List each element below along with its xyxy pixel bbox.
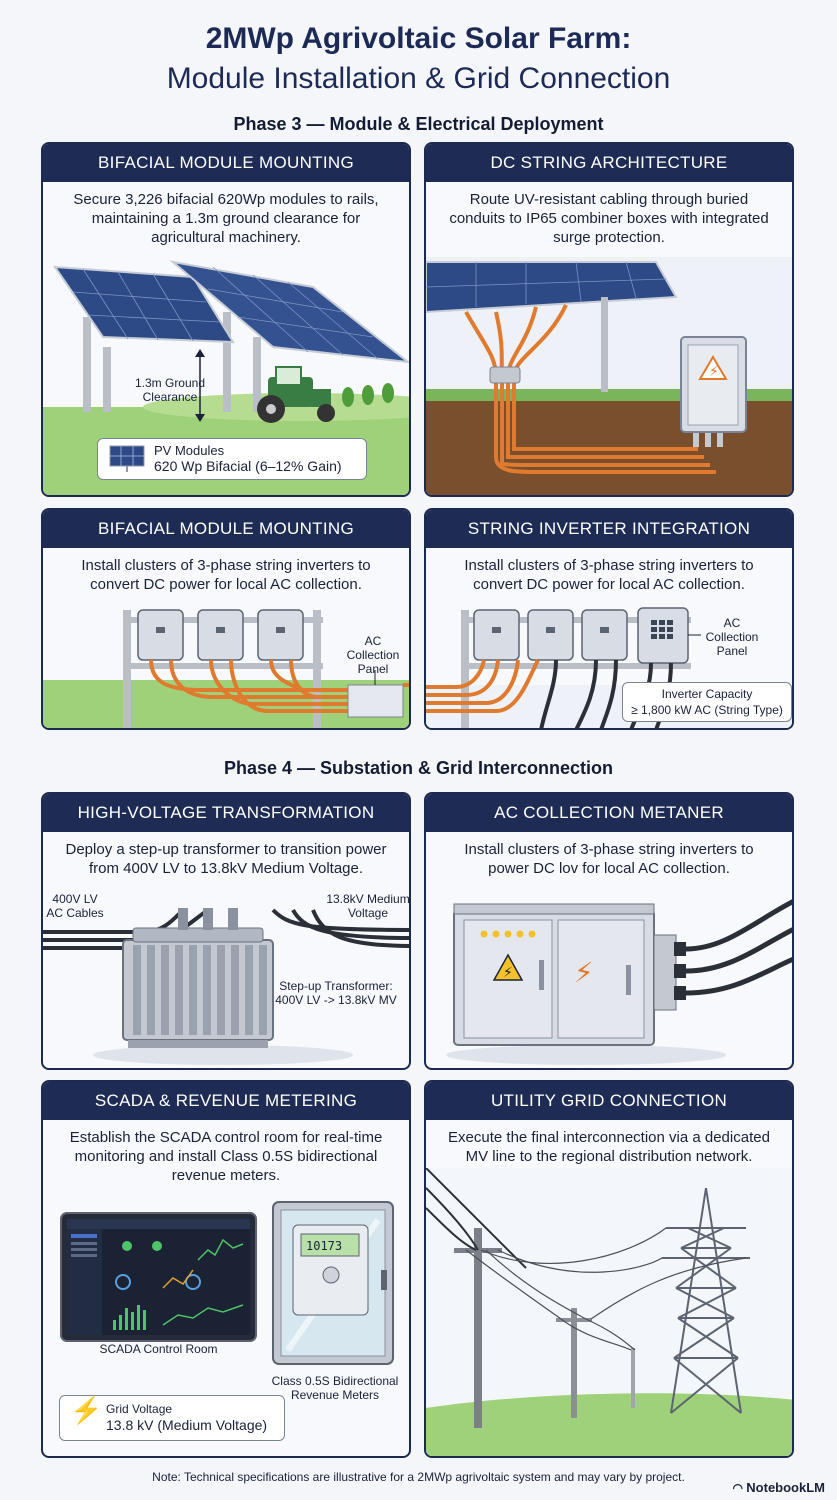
card-description: Secure 3,226 bifacial 620Wp modules to r… [73, 191, 379, 246]
info-label: PV Modules [154, 443, 225, 458]
card-string-inverter: STRING INVERTER INTEGRATION Install clus… [424, 508, 794, 730]
card-title: BIFACIAL MODULE MOUNTING [43, 510, 409, 548]
meter-reading: 10173 [306, 1239, 342, 1253]
lightning-icon: ⚡ [70, 1395, 103, 1425]
card-description: Install clusters of 3-phase string inver… [81, 557, 371, 593]
footer-note: Note: Technical specifications are illus… [152, 1470, 685, 1484]
card-title: DC STRING ARCHITECTURE [426, 144, 792, 182]
card-description: Install clusters of 3-phase string inver… [464, 841, 754, 877]
grid-connection-illustration [426, 1168, 792, 1456]
inverter-capacity-info: Inverter Capacity ≥ 1,800 kW AC (String … [622, 682, 792, 722]
inverter-row-illustration [43, 609, 409, 728]
card-title: STRING INVERTER INTEGRATION [426, 510, 792, 548]
clearance-label: 1.3m Ground Clearance [134, 376, 206, 404]
phase-4-heading: Phase 4 — Substation & Grid Interconnect… [223, 758, 614, 778]
card-title: SCADA & REVENUE METERING [43, 1082, 409, 1120]
lv-cables-label: 400V LV AC Cables [46, 892, 104, 920]
mv-label: 13.8kV Medium Voltage [326, 892, 410, 920]
card-description: Route UV-resistant cabling through burie… [449, 191, 769, 246]
svg-text:⚡: ⚡ [709, 364, 719, 380]
capacity-label: Inverter Capacity [661, 687, 753, 701]
capacity-value: ≥ 1,800 kW AC (String Type) [631, 703, 783, 717]
card-description: Deploy a step-up transformer to transiti… [65, 841, 387, 877]
transformer-illustration [43, 908, 409, 1065]
phase-3-heading: Phase 3 — Module & Electrical Deployment [233, 114, 604, 134]
meter-label: Class 0.5S Bidirectional Revenue Meters [271, 1374, 399, 1402]
card-utility-grid: UTILITY GRID CONNECTION Execute the fina… [424, 1080, 794, 1458]
svg-text:⚡: ⚡ [574, 956, 594, 989]
card-bifacial-mounting: BIFACIAL MODULE MOUNTING Secure 3,226 bi… [41, 142, 411, 497]
info-value: 620 Wp Bifacial (6–12% Gain) [154, 458, 342, 474]
card-inverter-mounting: BIFACIAL MODULE MOUNTING Install cluster… [41, 508, 411, 730]
ac-panel-label: AC Collection Panel [346, 634, 400, 676]
info-label: Grid Voltage [106, 1402, 173, 1416]
ac-panel-label: AC Collection Panel [705, 616, 759, 658]
card-dc-string-architecture: DC STRING ARCHITECTURE Route UV-resistan… [424, 142, 794, 497]
scada-illustration: 10173 [60, 1201, 394, 1365]
dc-string-illustration: ⚡ [426, 257, 792, 495]
card-scada-metering: SCADA & REVENUE METERING Establish the S… [41, 1080, 411, 1458]
card-title: UTILITY GRID CONNECTION [426, 1082, 792, 1120]
card-title: AC COLLECTION METANER [426, 794, 792, 832]
scada-label: SCADA Control Room [99, 1342, 218, 1356]
card-ac-collection: AC COLLECTION METANER Install clusters o… [424, 792, 794, 1070]
page-title: 2MWp Agrivoltaic Solar Farm: [205, 22, 632, 55]
card-description: Install clusters of 3-phase string inver… [464, 557, 754, 593]
card-description: Establish the SCADA control room for rea… [69, 1129, 383, 1184]
solar-panel-icon [109, 445, 145, 472]
svg-text:⚡: ⚡ [503, 965, 513, 981]
transformer-label: Step-up Transformer: 400V LV -> 13.8kV M… [275, 979, 397, 1007]
card-title: BIFACIAL MODULE MOUNTING [43, 144, 409, 182]
pv-modules-info: PV Modules 620 Wp Bifacial (6–12% Gain) [97, 438, 367, 480]
info-value: 13.8 kV (Medium Voltage) [106, 1417, 268, 1433]
card-title: HIGH-VOLTAGE TRANSFORMATION [43, 794, 409, 832]
card-hv-transformation: HIGH-VOLTAGE TRANSFORMATION Deploy a ste… [41, 792, 411, 1070]
brand-logo: ◠ NotebookLM [732, 1480, 825, 1495]
page-subtitle: Module Installation & Grid Connection [166, 62, 671, 95]
grid-voltage-info: ⚡ Grid Voltage 13.8 kV (Medium Voltage) [59, 1395, 285, 1441]
notebooklm-icon: ◠ [732, 1481, 747, 1495]
ac-collection-illustration: ⚡ ⚡ [446, 899, 792, 1065]
brand-name: NotebookLM [746, 1480, 825, 1495]
card-description: Execute the final interconnection via a … [448, 1129, 770, 1165]
